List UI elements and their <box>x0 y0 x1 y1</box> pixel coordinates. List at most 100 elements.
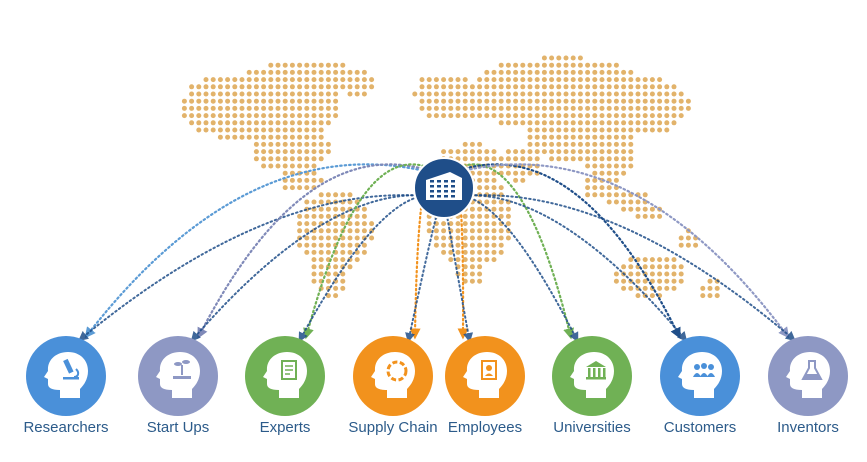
map-dot <box>649 84 655 90</box>
map-dot <box>282 84 288 90</box>
map-dot <box>498 206 504 212</box>
map-dot <box>268 91 274 97</box>
map-dot <box>678 264 684 270</box>
map-dot <box>318 249 324 255</box>
map-dot <box>577 62 583 68</box>
map-dot <box>700 285 706 291</box>
map-dot <box>513 156 519 162</box>
map-dot <box>369 235 375 241</box>
map-dot <box>613 62 619 68</box>
map-dot <box>621 91 627 97</box>
map-dot <box>340 257 346 263</box>
stakeholder-node <box>245 336 325 416</box>
map-dot <box>563 149 569 155</box>
university-icon <box>586 361 606 380</box>
map-dot <box>217 77 223 83</box>
map-dot <box>304 127 310 133</box>
map-dot <box>484 105 490 111</box>
map-dot <box>570 113 576 119</box>
map-dot <box>203 120 209 126</box>
map-dot <box>455 249 461 255</box>
map-dot <box>563 62 569 68</box>
map-dot <box>246 134 252 140</box>
map-dot <box>433 113 439 119</box>
map-dot <box>534 141 540 147</box>
map-dot <box>311 271 317 277</box>
map-dot <box>484 77 490 83</box>
map-dot <box>513 113 519 119</box>
map-dot <box>484 235 490 241</box>
map-dot <box>433 98 439 104</box>
map-dot <box>462 242 468 248</box>
map-dot <box>498 242 504 248</box>
map-dot <box>340 206 346 212</box>
map-dot <box>217 84 223 90</box>
map-dot <box>541 127 547 133</box>
map-dot <box>599 127 605 133</box>
stakeholder-node <box>660 336 740 416</box>
map-dot <box>592 177 598 183</box>
map-dot <box>268 134 274 140</box>
map-dot <box>275 98 281 104</box>
map-dot <box>311 257 317 263</box>
map-dot <box>333 257 339 263</box>
map-dot <box>318 113 324 119</box>
map-dot <box>433 235 439 241</box>
map-dot <box>599 105 605 111</box>
map-dot <box>549 105 555 111</box>
connection-arc <box>405 194 445 343</box>
map-dot <box>513 170 519 176</box>
map-dot <box>441 98 447 104</box>
map-dot <box>585 127 591 133</box>
map-dot <box>311 235 317 241</box>
map-dot <box>642 98 648 104</box>
map-dot <box>599 113 605 119</box>
map-dot <box>304 149 310 155</box>
map-dot <box>642 77 648 83</box>
map-dot <box>261 113 267 119</box>
map-dot <box>441 77 447 83</box>
map-dot <box>657 213 663 219</box>
map-dot <box>628 163 634 169</box>
map-dot <box>225 77 231 83</box>
map-dot <box>275 141 281 147</box>
map-dot <box>657 91 663 97</box>
map-dot <box>325 235 331 241</box>
map-dot <box>556 105 562 111</box>
stakeholder-label: Employees <box>447 419 523 436</box>
map-dot <box>297 242 303 248</box>
map-dot <box>210 91 216 97</box>
map-dot <box>289 69 295 75</box>
map-dot <box>657 257 663 263</box>
map-dot <box>333 113 339 119</box>
map-dot <box>441 84 447 90</box>
map-dot <box>297 77 303 83</box>
map-dot <box>311 170 317 176</box>
map-dot <box>311 149 317 155</box>
map-dot <box>311 134 317 140</box>
map-dot <box>347 228 353 234</box>
map-dot <box>311 141 317 147</box>
map-dot <box>448 249 454 255</box>
map-dot <box>455 221 461 227</box>
map-dot <box>649 77 655 83</box>
map-dot <box>534 127 540 133</box>
map-dot <box>527 62 533 68</box>
map-dot <box>239 98 245 104</box>
map-dot <box>491 185 497 191</box>
map-dot <box>268 62 274 68</box>
map-dot <box>311 249 317 255</box>
map-dot <box>203 77 209 83</box>
map-dot <box>325 113 331 119</box>
map-dot <box>239 127 245 133</box>
stakeholder-label: Start Ups <box>146 419 210 436</box>
map-dot <box>505 105 511 111</box>
map-dot <box>253 120 259 126</box>
map-dot <box>606 156 612 162</box>
map-dot <box>664 264 670 270</box>
map-dot <box>505 84 511 90</box>
map-dot <box>297 156 303 162</box>
map-dot <box>469 228 475 234</box>
map-dot <box>621 113 627 119</box>
map-dot <box>441 249 447 255</box>
